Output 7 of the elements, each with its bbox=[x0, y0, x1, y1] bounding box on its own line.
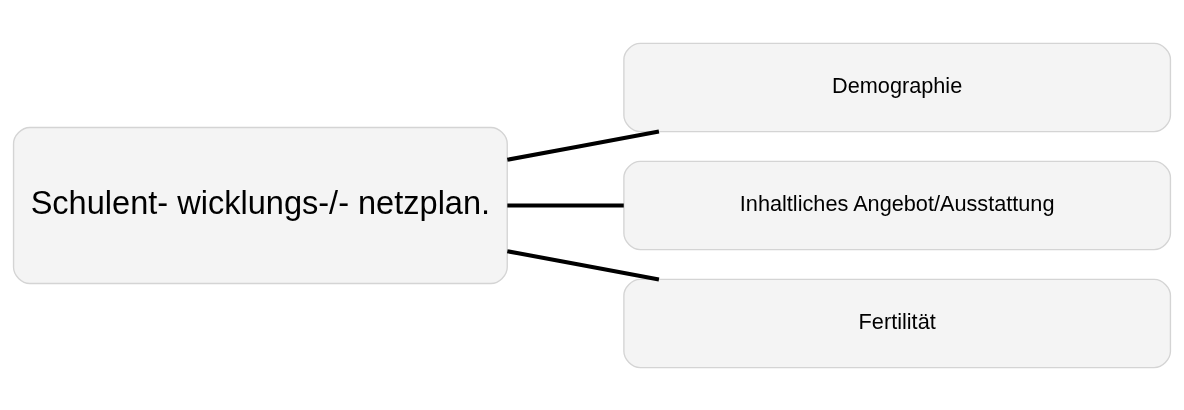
connector bbox=[506, 248, 660, 281]
node-box: Demographie bbox=[623, 42, 1172, 132]
connector bbox=[506, 129, 660, 162]
connector bbox=[507, 202, 624, 208]
node-box: Fertilität bbox=[623, 278, 1172, 368]
node-box: Schulent- wicklungs-/- netzplan. bbox=[12, 126, 508, 284]
node-box: Inhaltliches Angebot/Ausstattung bbox=[623, 160, 1172, 250]
